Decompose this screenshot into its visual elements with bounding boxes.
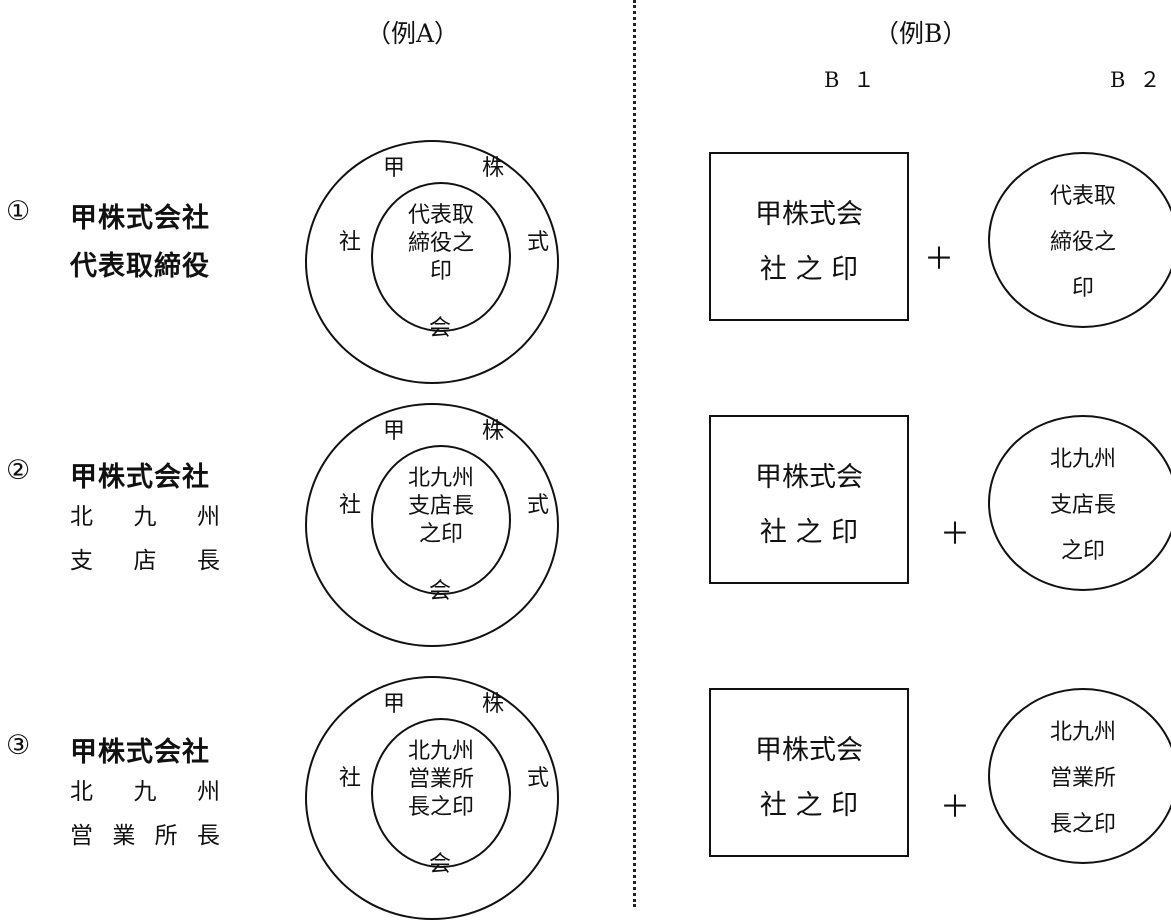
seal-b1-line: 甲株式会 bbox=[755, 462, 863, 493]
seal-example-row: ③ 甲株式会社北 九 州営業所長 甲 株社 式会 北九州 営業所 長之印 甲株式会 社 之 印… bbox=[0, 676, 1171, 920]
seal-a-char-right: 式 bbox=[527, 766, 550, 791]
position-title-char: 営 bbox=[70, 823, 93, 849]
seal-b1-square: 甲株式会 社 之 印 bbox=[709, 415, 909, 584]
seal-b2-circle: 代表取 締役之 印 bbox=[988, 152, 1171, 328]
seal-a-inner-ring bbox=[371, 718, 511, 868]
position-title-char: 九 bbox=[133, 779, 157, 805]
position-title-char: 州 bbox=[197, 504, 220, 530]
seal-a-center-text: 代表取 締役之 印 bbox=[407, 203, 474, 284]
plus-sign: ＋ bbox=[940, 517, 970, 552]
position-title-line: 支店長 bbox=[70, 541, 220, 575]
position-title-line: 営業所長 bbox=[70, 816, 220, 850]
seal-a-char-top: 甲 bbox=[383, 692, 406, 717]
plus-sign: ＋ bbox=[924, 242, 954, 277]
seal-a-inner-ring bbox=[371, 445, 511, 595]
seal-a-outer-ring bbox=[305, 403, 559, 647]
header-example-b: （例B） bbox=[874, 19, 968, 48]
plus-sign: ＋ bbox=[940, 790, 970, 825]
seal-a-char-right: 式 bbox=[527, 230, 550, 255]
seal-b2-text: 北九州 支店長 之印 bbox=[1049, 447, 1116, 564]
row-number: ③ bbox=[6, 730, 31, 761]
seal-example-row: ① 甲株式会社代表取締役 甲 株社 式会 代表取 締役之 印 甲株式会 社 之 印 ＋ 代… bbox=[0, 140, 1171, 384]
seal-a-center-text: 北九州 支店長 之印 bbox=[407, 466, 474, 547]
position-title-line: 北九州 bbox=[70, 497, 220, 531]
seal-a-char-bottom: 会 bbox=[429, 852, 452, 877]
seal-example-row: ② 甲株式会社北 九 州支 店 長 甲 株社 式会 北九州 支店長 之印 甲株式会 社 之 印 ＋… bbox=[0, 403, 1171, 647]
seal-a-char-top-right: 株 bbox=[482, 419, 505, 444]
seal-b2-circle: 北九州 支店長 之印 bbox=[988, 415, 1171, 591]
company-name: 甲株式会社 bbox=[70, 203, 210, 234]
seal-a-char-left: 社 bbox=[339, 493, 362, 518]
seal-b1-line: 社 之 印 bbox=[759, 790, 859, 821]
position-title-char: 長 bbox=[197, 548, 220, 574]
seal-b2-text: 代表取 締役之 印 bbox=[1049, 184, 1116, 301]
seal-a-char-top-right: 株 bbox=[482, 156, 505, 181]
position-title-char: 支 bbox=[70, 548, 93, 574]
position-title-char: 所 bbox=[154, 823, 178, 849]
seal-a-char-bottom: 会 bbox=[429, 579, 452, 604]
seal-a-char-top: 甲 bbox=[383, 419, 406, 444]
position-title-char: 北 bbox=[70, 779, 93, 805]
seal-a-char-top: 甲 bbox=[383, 156, 406, 181]
row-number: ② bbox=[6, 455, 31, 486]
seal-b1-line: 甲株式会 bbox=[755, 199, 863, 230]
seal-a-char-top-right: 株 bbox=[482, 692, 505, 717]
seal-b1-line: 社 之 印 bbox=[759, 517, 859, 548]
position-title-char: 九 bbox=[133, 504, 157, 530]
seal-a-char-bottom: 会 bbox=[429, 316, 452, 341]
seal-a-char-right: 式 bbox=[527, 493, 550, 518]
position-title: 代表取締役 bbox=[70, 251, 210, 282]
header-b1: B１ bbox=[824, 68, 889, 92]
position-title-char: 業 bbox=[112, 823, 136, 849]
header-b2: B２ bbox=[1110, 68, 1171, 92]
header-example-a: （例A） bbox=[366, 19, 460, 48]
seal-b1-square: 甲株式会 社 之 印 bbox=[709, 688, 909, 857]
seal-b2-text: 北九州 営業所 長之印 bbox=[1049, 720, 1116, 837]
company-name: 甲株式会社 bbox=[70, 462, 210, 493]
position-title-char: 北 bbox=[70, 504, 93, 530]
seal-b2-circle: 北九州 営業所 長之印 bbox=[988, 688, 1171, 864]
seal-a-center-text: 北九州 営業所 長之印 bbox=[407, 739, 474, 820]
seal-a-char-left: 社 bbox=[339, 766, 362, 791]
position-title-char: 店 bbox=[133, 548, 157, 574]
position-title-char: 長 bbox=[196, 823, 220, 849]
position-title-line: 北九州 bbox=[70, 772, 220, 806]
seal-b1-line: 甲株式会 bbox=[755, 735, 863, 766]
seal-b1-square: 甲株式会 社 之 印 bbox=[709, 152, 909, 321]
company-name: 甲株式会社 bbox=[70, 737, 210, 768]
dotted-divider bbox=[633, 0, 636, 907]
seal-a-char-left: 社 bbox=[339, 230, 362, 255]
seal-a-inner-ring bbox=[371, 182, 511, 332]
position-title-char: 州 bbox=[197, 779, 220, 805]
seal-b1-line: 社 之 印 bbox=[759, 254, 859, 285]
seal-a-outer-ring bbox=[305, 140, 559, 384]
row-number: ① bbox=[6, 196, 31, 227]
